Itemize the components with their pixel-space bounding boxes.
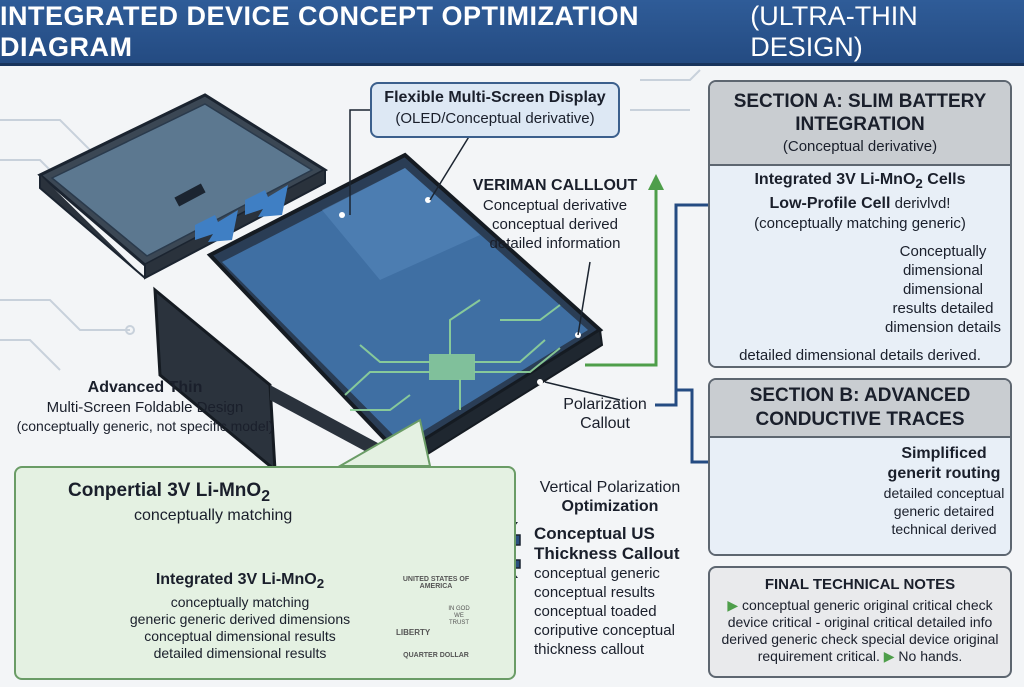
veriman-line: conceptual derived: [492, 216, 618, 233]
section-b-header: SECTION B: ADVANCED CONDUCTIVE TRACES: [710, 380, 1010, 438]
vertical-polarization-label: Vertical Polarization Optimization: [525, 478, 695, 517]
battery-cross-section-panel: [14, 466, 516, 680]
display-callout-title: Flexible Multi-Screen Display: [384, 89, 606, 106]
routing-line: technical derived: [891, 521, 997, 537]
veriman-line: Conceptual derivative: [482, 197, 628, 214]
cell-label: Integrated 3V Li-MnO: [754, 171, 916, 188]
section-a-body: Integrated 3V Li-MnO2 Cells Low-Profile …: [710, 166, 1010, 366]
coin-liberty-text: LIBERTY: [396, 628, 431, 637]
final-notes-title: FINAL TECHNICAL NOTES: [764, 576, 956, 593]
transition-arrows: [195, 185, 288, 242]
integrated-cell-title: Integrated 3V Li-MnO: [155, 571, 317, 588]
cell-label: derivlvd!: [890, 195, 951, 213]
section-a-title: SECTION A: SLIM BATTERY: [733, 91, 987, 112]
routing-line: generic detaired: [893, 503, 995, 519]
final-notes-text: No hands.: [894, 648, 963, 664]
section-b-panel: SECTION B: ADVANCED CONDUCTIVE TRACES Si…: [708, 378, 1012, 556]
thickness-line: conceptual generic: [534, 565, 660, 582]
thickness-heading: Conceptual US: [534, 524, 655, 543]
cell-label-subscript: 2: [915, 176, 923, 192]
section-b-body: Simplificed generit routing detailed con…: [710, 438, 1010, 554]
section-b-text: Simplificed generit routing detailed con…: [880, 444, 1008, 538]
closed-phone-illustration: [37, 93, 329, 280]
diagram-title-suffix: (ULTRA-THIN DESIGN): [750, 0, 918, 62]
integrated-cell-line: detailed dimensional results: [153, 645, 327, 662]
dimension-line: results detailed: [892, 300, 994, 317]
veriman-line: detailed information: [489, 235, 621, 252]
dimension-line: dimensional: [902, 281, 984, 298]
veriman-callout: VERIMAN CALLLOUT Conceptual derivative c…: [455, 176, 655, 253]
section-b-title: CONDUCTIVE TRACES: [755, 409, 965, 430]
section-a-dimensions: Conceptually dimensional dimensional res…: [880, 242, 1006, 337]
veriman-heading: VERIMAN CALLLOUT: [472, 177, 638, 194]
integrated-cell-line: generic generic derived dimensions: [129, 611, 351, 628]
final-notes-body: ▶ conceptual generic original critical c…: [720, 597, 1000, 665]
display-callout-subtitle: (OLED/Conceptual derivative): [395, 110, 595, 127]
thickness-line: coriputive conceptual: [534, 622, 675, 639]
coin-trust-text: IN GOD WE TRUST: [448, 606, 470, 626]
dimension-line: dimensional: [902, 262, 984, 279]
section-a-header: SECTION A: SLIM BATTERY INTEGRATION (Con…: [710, 82, 1010, 166]
thickness-heading: Thickness Callout: [534, 544, 680, 563]
thickness-line: thickness callout: [534, 641, 645, 658]
coin-bottom-text: QUARTER DOLLAR: [403, 652, 469, 659]
final-notes-text: conceptual generic original critical che…: [721, 597, 999, 664]
green-callout-arrow: [585, 174, 664, 367]
play-triangle-icon: ▶: [883, 648, 895, 664]
section-a-panel: SECTION A: SLIM BATTERY INTEGRATION (Con…: [708, 80, 1012, 368]
cell-label: Cells: [922, 171, 966, 188]
integrated-cell-line: conceptual dimensional results: [144, 628, 336, 645]
title-bar: INTEGRATED DEVICE CONCEPT OPTIMIZATION D…: [0, 0, 1024, 66]
routing-line: detailed conceptual: [883, 485, 1005, 501]
section-a-footer: detailed dimensional details derived.: [739, 347, 981, 364]
polarization-callout: Polarization Callout: [550, 395, 660, 433]
routing-heading: generit routing: [887, 465, 1001, 482]
callout-leader-lines: [349, 109, 621, 401]
diagram-title: INTEGRATED DEVICE CONCEPT OPTIMIZATION D…: [0, 0, 640, 62]
polarization-line: Polarization: [563, 396, 647, 413]
play-triangle-icon: ▶: [727, 597, 739, 613]
integrated-cell-label: Integrated 3V Li-MnO2 conceptually match…: [110, 570, 370, 662]
dimension-line: Conceptually: [899, 243, 987, 260]
section-connector: [655, 203, 708, 464]
integrated-cell-line: conceptually matching: [170, 594, 310, 611]
thickness-callout: Conceptual US Thickness Callout conceptu…: [534, 524, 704, 659]
final-notes-panel: FINAL TECHNICAL NOTES ▶ conceptual gener…: [708, 566, 1012, 678]
dimension-line: dimension details: [885, 319, 1001, 336]
vertical-polarization-line: Optimization: [561, 498, 659, 515]
routing-heading: Simplificed: [901, 445, 987, 462]
section-b-title: SECTION B: ADVANCED: [749, 385, 971, 406]
cross-section-title-subscript: 2: [261, 487, 270, 505]
foldable-device-illustration: [153, 152, 604, 474]
cell-label: Low-Profile Cell: [769, 195, 891, 213]
cell-label: (conceptually matching generic): [754, 215, 966, 233]
advanced-thin-label: Advanced Thin Multi-Screen Foldable Desi…: [10, 378, 280, 436]
cross-section-subtitle: conceptually matching: [134, 506, 293, 524]
cross-section-heading: Conpertial 3V Li-MnO2 conceptually match…: [68, 480, 368, 525]
coin-top-text: UNITED STATES OF AMERICA: [402, 576, 470, 590]
section-a-title: INTEGRATION: [795, 114, 925, 135]
advanced-thin-line: Multi-Screen Foldable Design: [46, 399, 244, 416]
integrated-cell-subscript: 2: [316, 576, 325, 592]
thickness-line: conceptual results: [534, 584, 655, 601]
thickness-line: conceptual toaded: [534, 603, 657, 620]
cross-section-title: Conpertial 3V Li-MnO: [68, 480, 262, 501]
vertical-polarization-line: Vertical Polarization: [539, 479, 681, 496]
section-a-subtitle: (Conceptual derivative): [782, 138, 938, 155]
advanced-thin-heading: Advanced Thin: [87, 379, 203, 396]
advanced-thin-line: (conceptually generic, not specific mode…: [16, 418, 274, 434]
display-callout-box: Flexible Multi-Screen Display (OLED/Conc…: [370, 82, 620, 138]
polarization-line: Callout: [580, 415, 630, 432]
